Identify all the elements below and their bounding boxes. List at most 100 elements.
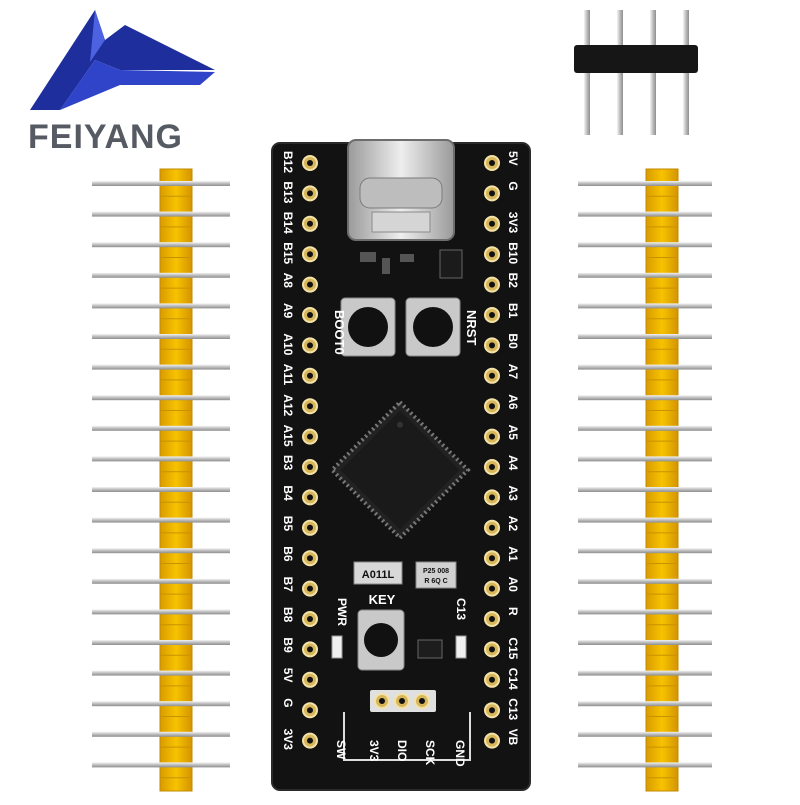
header-pin	[578, 364, 712, 370]
header-pin	[578, 334, 712, 339]
swd-pin-label: SW	[334, 740, 348, 760]
regulator-chip: A011L	[353, 561, 403, 585]
crystal-line2: R 6Q C	[424, 578, 447, 585]
boot0-button	[340, 297, 396, 357]
pin-label: C15	[506, 637, 520, 659]
header-pin	[92, 701, 230, 707]
header-pin	[92, 211, 230, 217]
nrst-label: NRST	[464, 310, 479, 345]
header-pin	[578, 242, 712, 248]
usb-c-connector	[347, 139, 455, 241]
pin-label: B10	[506, 242, 520, 264]
header-pin	[578, 395, 712, 401]
header-pin	[92, 578, 230, 584]
left-pads	[302, 155, 318, 749]
pin-label: A11	[281, 364, 295, 386]
pwr-label: PWR	[335, 598, 349, 626]
left-pin-labels: B12B13B14B15A8A9A10A11A12A15B3B4B5B6B7B8…	[281, 151, 295, 750]
header-pin	[578, 578, 712, 584]
header-pin	[578, 670, 712, 676]
c13-label: C13	[454, 598, 468, 620]
pin-label: G	[281, 698, 295, 707]
pin-label: G	[506, 181, 520, 190]
pin-label: B15	[281, 242, 295, 264]
header-pin	[92, 762, 230, 768]
pin-label: A7	[506, 364, 520, 380]
header-pin	[92, 181, 230, 186]
header-pin	[578, 701, 712, 707]
swd-pin-label: DIO	[395, 740, 409, 761]
pin-label: A3	[506, 485, 520, 501]
nrst-button	[405, 297, 461, 357]
header-pin	[578, 517, 712, 523]
pin-label: 5V	[506, 151, 520, 166]
header-pin	[578, 425, 712, 431]
four-pin-header	[574, 10, 698, 135]
pin-label: B14	[281, 212, 295, 234]
header-pin	[92, 487, 230, 492]
pin-label: B3	[281, 455, 295, 471]
pin-label: 3V3	[281, 729, 295, 751]
swd-pads	[374, 693, 430, 709]
header-pin	[92, 364, 230, 370]
left-pin-header	[92, 168, 230, 792]
key-label: KEY	[369, 592, 396, 607]
pin-label: 3V3	[506, 212, 520, 234]
pin-label: B7	[281, 577, 295, 593]
header-pin	[578, 181, 712, 186]
right-pads	[484, 155, 500, 749]
pin-label: A1	[506, 546, 520, 562]
c13-led	[455, 635, 467, 659]
swd-pin-label: 3V3	[367, 740, 381, 762]
pin-label: B2	[506, 273, 520, 289]
pin-label: 5V	[281, 668, 295, 683]
pwr-led	[331, 635, 343, 659]
header-pin	[578, 731, 712, 737]
pin-label: B9	[281, 637, 295, 653]
pin-label: B13	[281, 181, 295, 203]
header-pin	[92, 334, 230, 339]
header-pin	[92, 517, 230, 523]
pin-label: A4	[506, 455, 520, 471]
mcu-chip	[329, 399, 471, 541]
header-pin	[578, 303, 712, 309]
pin-label: B1	[506, 303, 520, 319]
crystal-line1: P25 008	[423, 568, 449, 575]
pin-label: B8	[281, 607, 295, 623]
header-pin	[578, 762, 712, 768]
pin-label: A5	[506, 425, 520, 441]
pin-label: B5	[281, 516, 295, 532]
swd-pin-label: GND	[453, 740, 467, 767]
pin-label: A0	[506, 577, 520, 593]
pin-label: A10	[281, 333, 295, 355]
pin-label: B12	[281, 151, 295, 173]
swd-labels: SW 3V3 DIO SCK GND	[334, 740, 467, 767]
regulator-label: A011L	[362, 569, 395, 581]
swd-pin-label: SCK	[423, 740, 437, 766]
header-pin	[578, 548, 712, 554]
pin-label: A9	[281, 303, 295, 319]
pin-label: C14	[506, 668, 520, 690]
pin-label: A8	[281, 273, 295, 289]
header-pin	[578, 640, 712, 645]
pin-label: B0	[506, 333, 520, 349]
header-pin	[92, 640, 230, 645]
pcb-board: BOOT0 NRST A011L P25 008 R 6Q C KEY PWR …	[271, 139, 531, 791]
header-pin	[578, 211, 712, 217]
pin-label: R	[506, 607, 520, 616]
pin-label: C13	[506, 698, 520, 720]
pin-label: A12	[281, 394, 295, 416]
pin-label: VB	[506, 729, 520, 746]
header-pin	[92, 548, 230, 554]
pin-label: A15	[281, 425, 295, 447]
header-pin	[578, 456, 712, 462]
header-pin	[92, 731, 230, 737]
header-pin	[578, 487, 712, 492]
key-button	[357, 609, 405, 671]
header-pin	[92, 609, 230, 615]
right-pin-header	[578, 168, 712, 792]
right-pin-labels: 5VG3V3B10B2B1B0A7A6A5A4A3A2A1A0RC15C14C1…	[506, 151, 520, 746]
brand-logo	[30, 10, 215, 110]
header-pin	[92, 303, 230, 309]
